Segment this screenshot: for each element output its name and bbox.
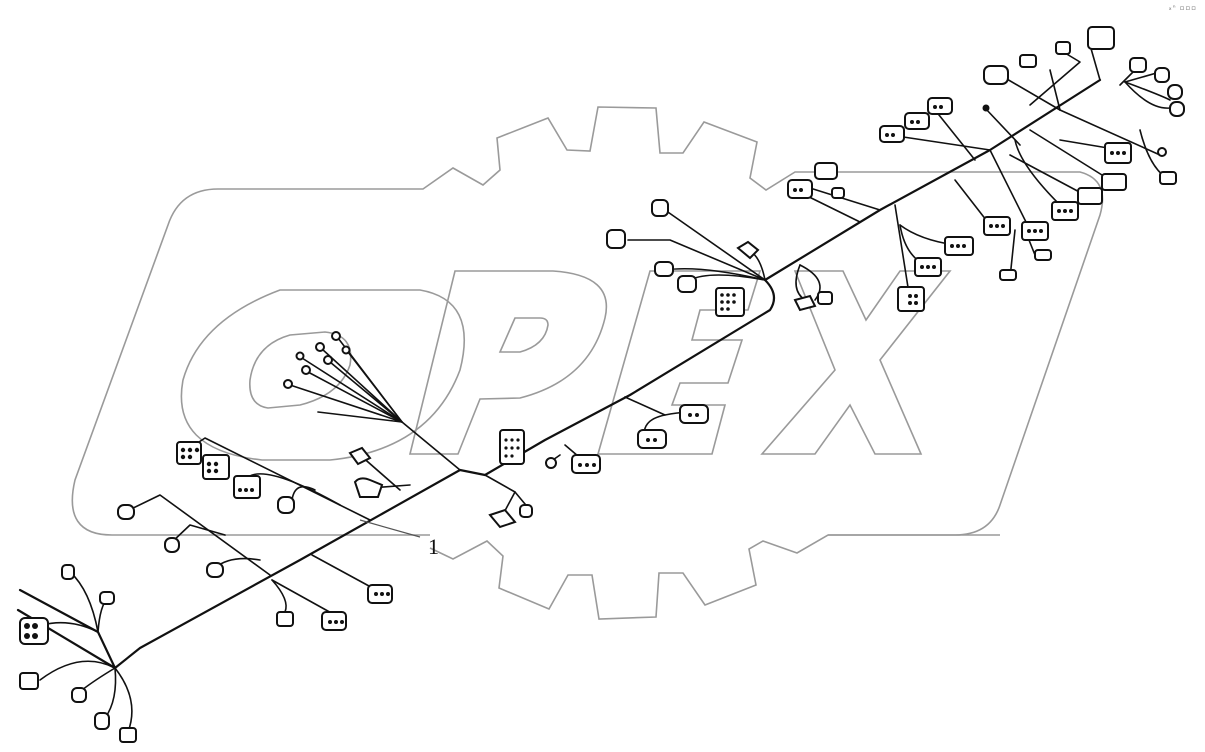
connector [606,229,626,249]
connector [1034,249,1052,261]
connector [1077,187,1103,205]
connector [19,672,39,690]
watermark-letter-o-inner [249,331,352,409]
connector [61,564,75,580]
connector [94,712,110,730]
connector [276,611,294,627]
connector [99,591,115,605]
watermark-letter-p [408,270,608,455]
watermark-letter-x [760,270,952,455]
connector [233,475,261,499]
connector [545,457,557,469]
main-harness [16,78,1102,670]
connector [654,261,674,277]
connector [897,286,925,312]
connector [983,65,1009,85]
connector [814,162,838,180]
connector [176,441,202,465]
connector [348,446,372,466]
connector [736,240,760,260]
connector [1019,54,1037,68]
trunk-wire [16,78,1102,670]
connector [353,477,384,498]
connector [119,727,137,743]
callout-leader-1 [359,519,421,538]
connector [677,275,697,293]
connector [321,611,347,631]
watermark-letter-e [596,270,762,455]
watermark-frame-right [828,171,1104,536]
connector [1129,57,1147,73]
connector [793,294,817,312]
connector [519,504,533,518]
harness-branches [39,44,1171,733]
connector [1159,171,1177,185]
watermark-letter-o-ring [180,289,465,461]
connector [277,496,295,514]
connector [71,687,87,703]
connector [488,508,517,529]
connector [1169,101,1185,117]
connector [206,562,224,578]
connector [1157,147,1167,157]
connector [637,429,667,449]
watermark-gear-bottom [429,534,1000,620]
connector [1101,173,1127,191]
connector [202,454,230,480]
watermark-letter-o-outer [71,188,430,536]
connector [1154,67,1170,83]
connector [117,504,135,520]
connector [1087,26,1115,50]
connector [999,269,1017,281]
watermark-gear-top [400,106,1040,191]
connector [1167,84,1183,100]
callout-label-1: 1 [428,534,439,559]
corner-mark: ₓⁿ ▫▫▫ [1168,4,1197,12]
connector [1055,41,1071,55]
connector [679,404,709,424]
opex-watermark [71,106,1104,620]
connector [19,617,49,645]
connector [817,291,833,305]
connectors [19,26,1185,743]
connector [651,199,669,217]
connector [831,187,845,199]
connector [164,537,180,553]
